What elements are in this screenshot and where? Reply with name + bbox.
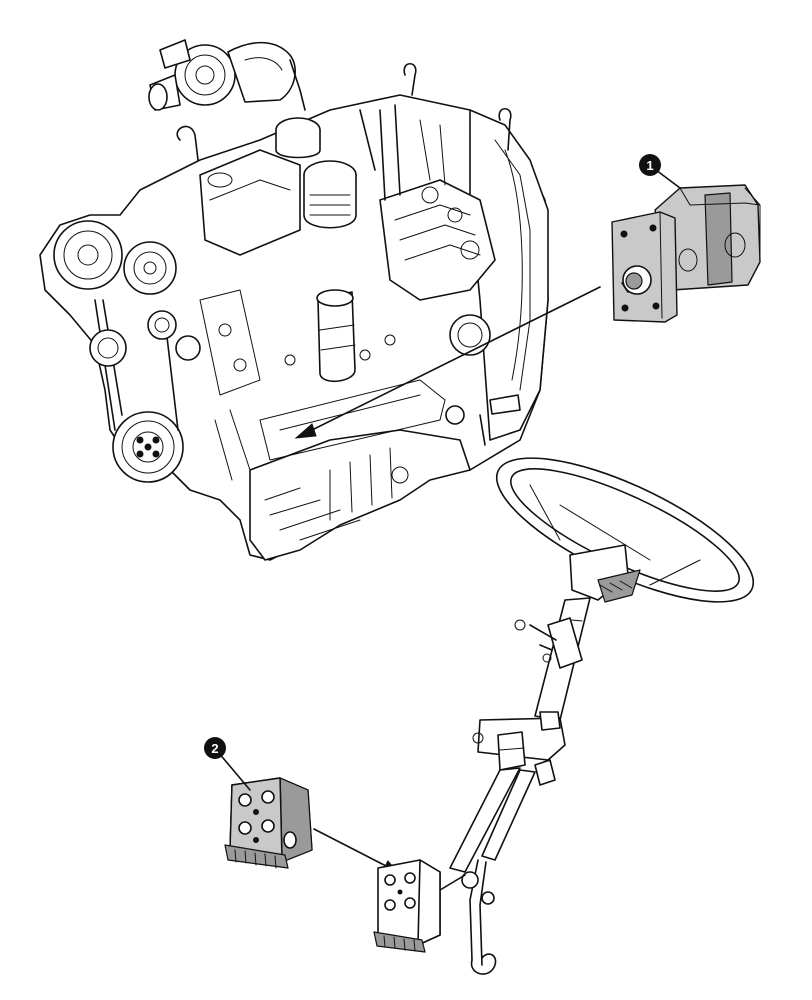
callout-1-label: 1 bbox=[646, 158, 653, 173]
turbocharger bbox=[148, 39, 306, 111]
steering-wheel bbox=[495, 457, 755, 603]
belt-drive bbox=[53, 220, 201, 483]
steering-valve-installed bbox=[373, 859, 466, 953]
callout-2-label: 2 bbox=[211, 741, 218, 756]
steering-column bbox=[449, 457, 755, 975]
steering-valve bbox=[224, 777, 313, 869]
callout-2: 2 bbox=[204, 737, 251, 791]
engine-assembly bbox=[39, 39, 549, 561]
pump-leader-arrow bbox=[294, 286, 601, 439]
hydraulic-gear-pump bbox=[611, 184, 761, 323]
callout-1: 1 bbox=[639, 154, 681, 189]
